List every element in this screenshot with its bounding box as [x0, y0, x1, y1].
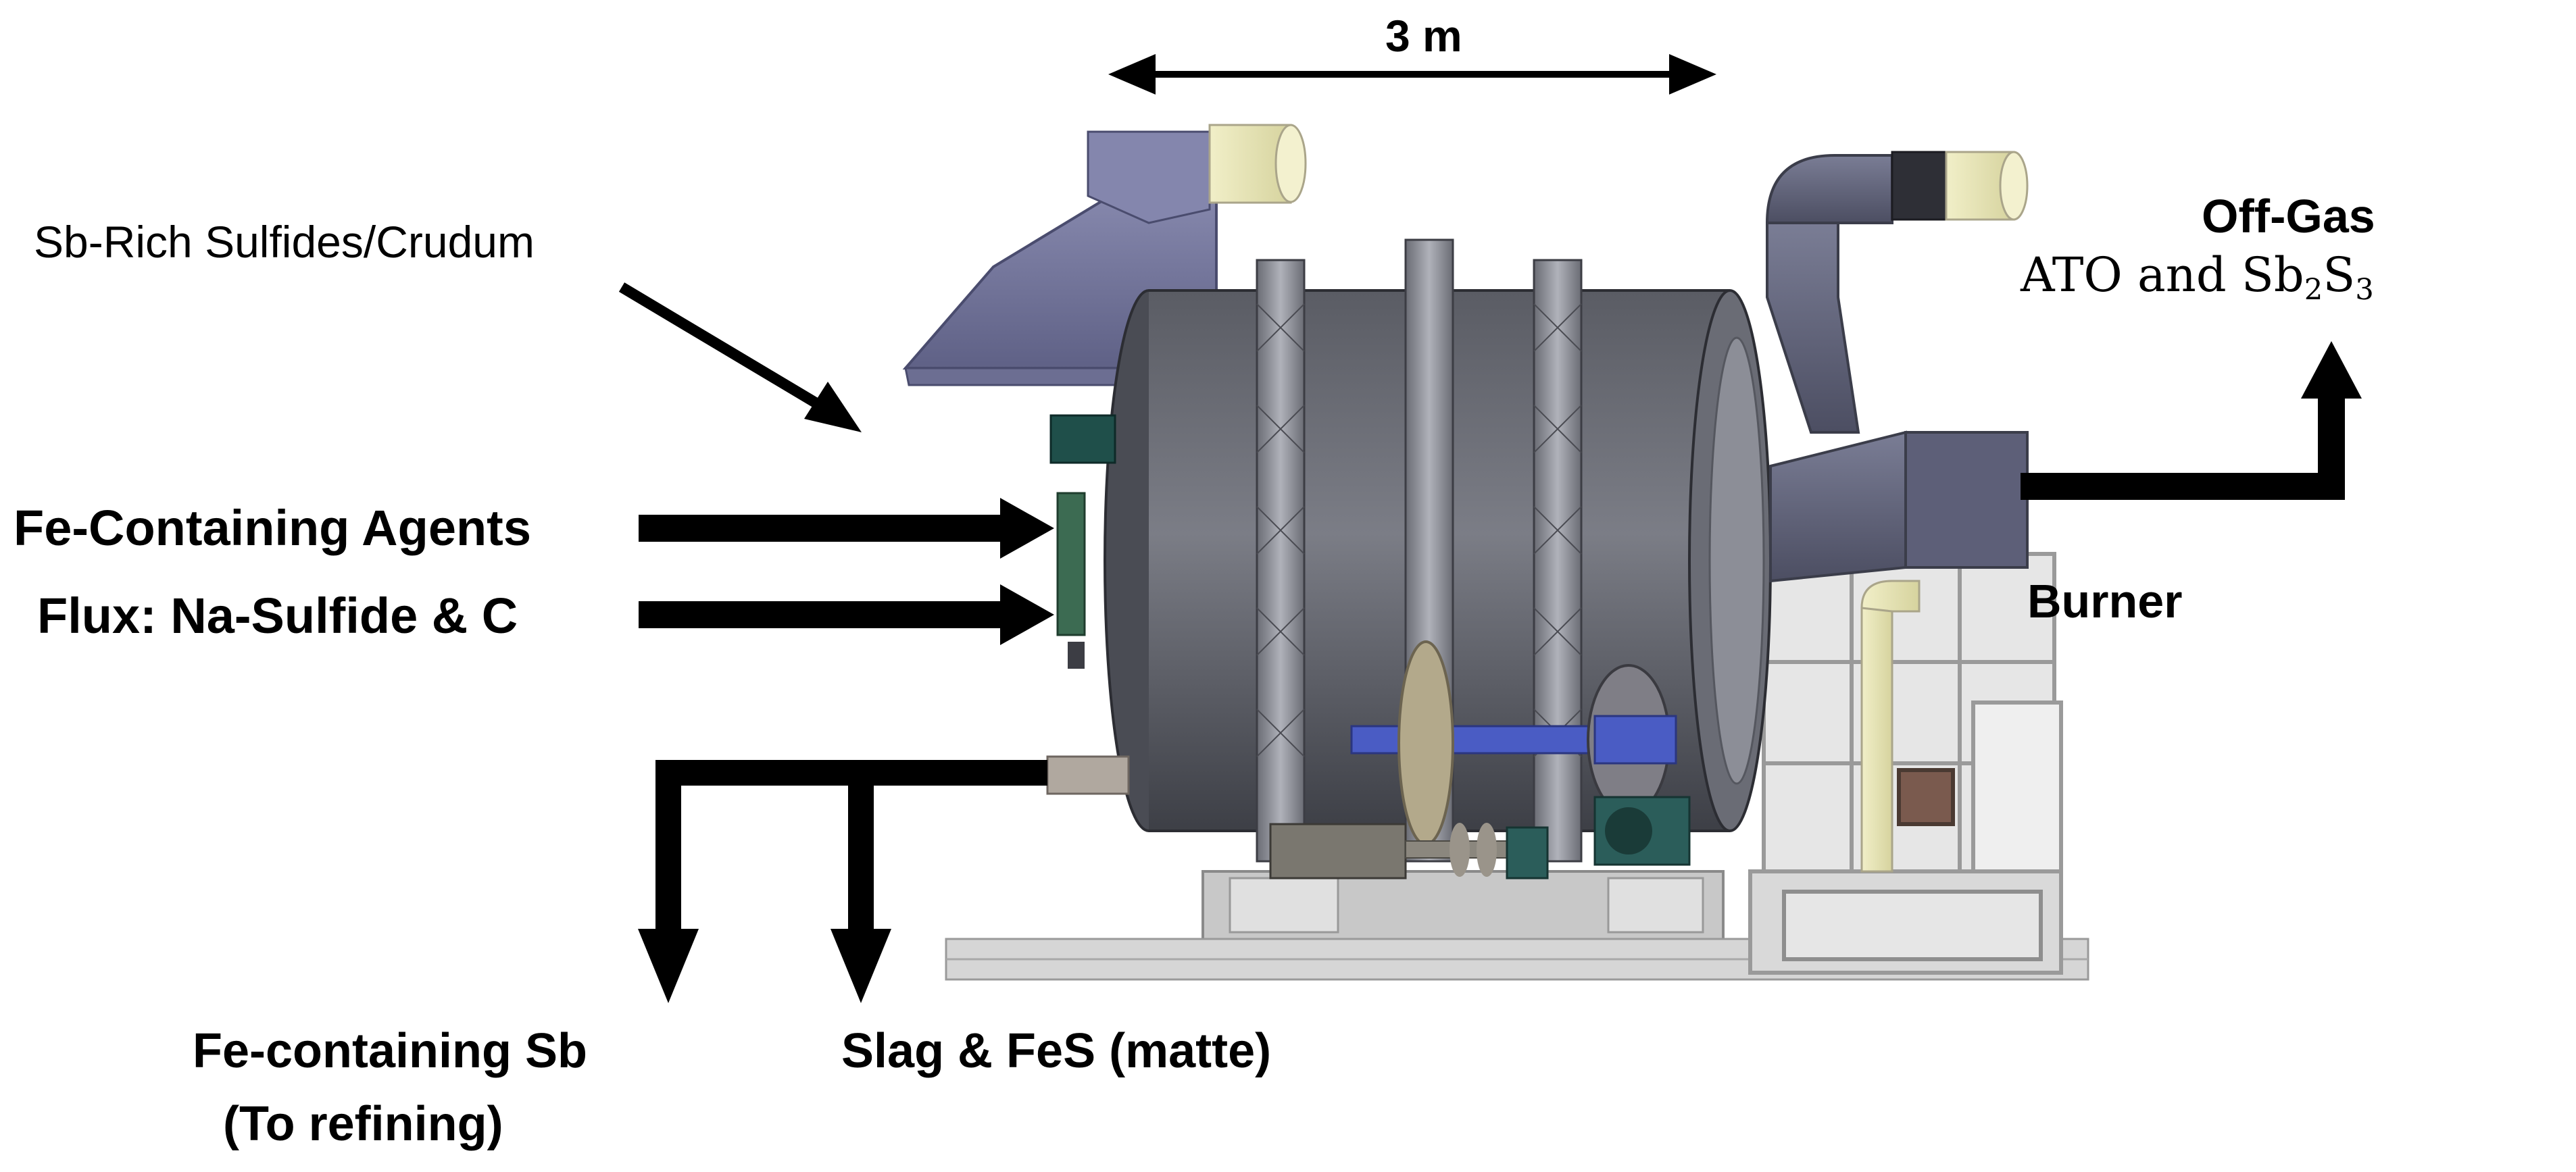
feed-arrow — [618, 282, 862, 432]
slag-label: Slag & FeS (matte) — [841, 1024, 1272, 1078]
control-panel — [1049, 414, 1116, 669]
fe-agents-label: Fe-Containing Agents — [14, 500, 531, 556]
offgas-text-2: S — [2323, 247, 2356, 303]
offgas-composition: ATO and Sb2S3 — [2021, 251, 2374, 305]
tapping-arrows — [638, 760, 1047, 1003]
flux-arrow — [639, 584, 1054, 645]
offgas-title: Off-Gas — [2202, 190, 2375, 243]
offgas-elbow-duct — [1765, 151, 2029, 434]
cooling-pipe — [1860, 580, 1921, 873]
burner-label: Burner — [2027, 575, 2183, 628]
dimension-label: 3 m — [1385, 11, 1462, 61]
offgas-sub-1: 2 — [2304, 273, 2323, 307]
dimension-arrow — [1108, 54, 1716, 95]
feed-label: Sb-Rich Sulfides/Crudum — [34, 217, 535, 267]
burner-support-frame — [1748, 552, 2063, 975]
sb-product-label-1: Fe-containing Sb — [193, 1024, 587, 1078]
offgas-text: ATO and Sb — [2021, 247, 2304, 303]
sb-product-label-2: (To refining) — [223, 1097, 503, 1151]
fe-agents-arrow — [639, 498, 1054, 559]
offgas-sub-2: 3 — [2355, 273, 2374, 307]
flux-label: Flux: Na-Sulfide & C — [37, 588, 518, 644]
drive-train — [1269, 640, 1691, 880]
tap-hole — [1046, 755, 1130, 795]
burner-duct — [1769, 430, 2029, 583]
offgas-arrow — [2021, 341, 2362, 500]
